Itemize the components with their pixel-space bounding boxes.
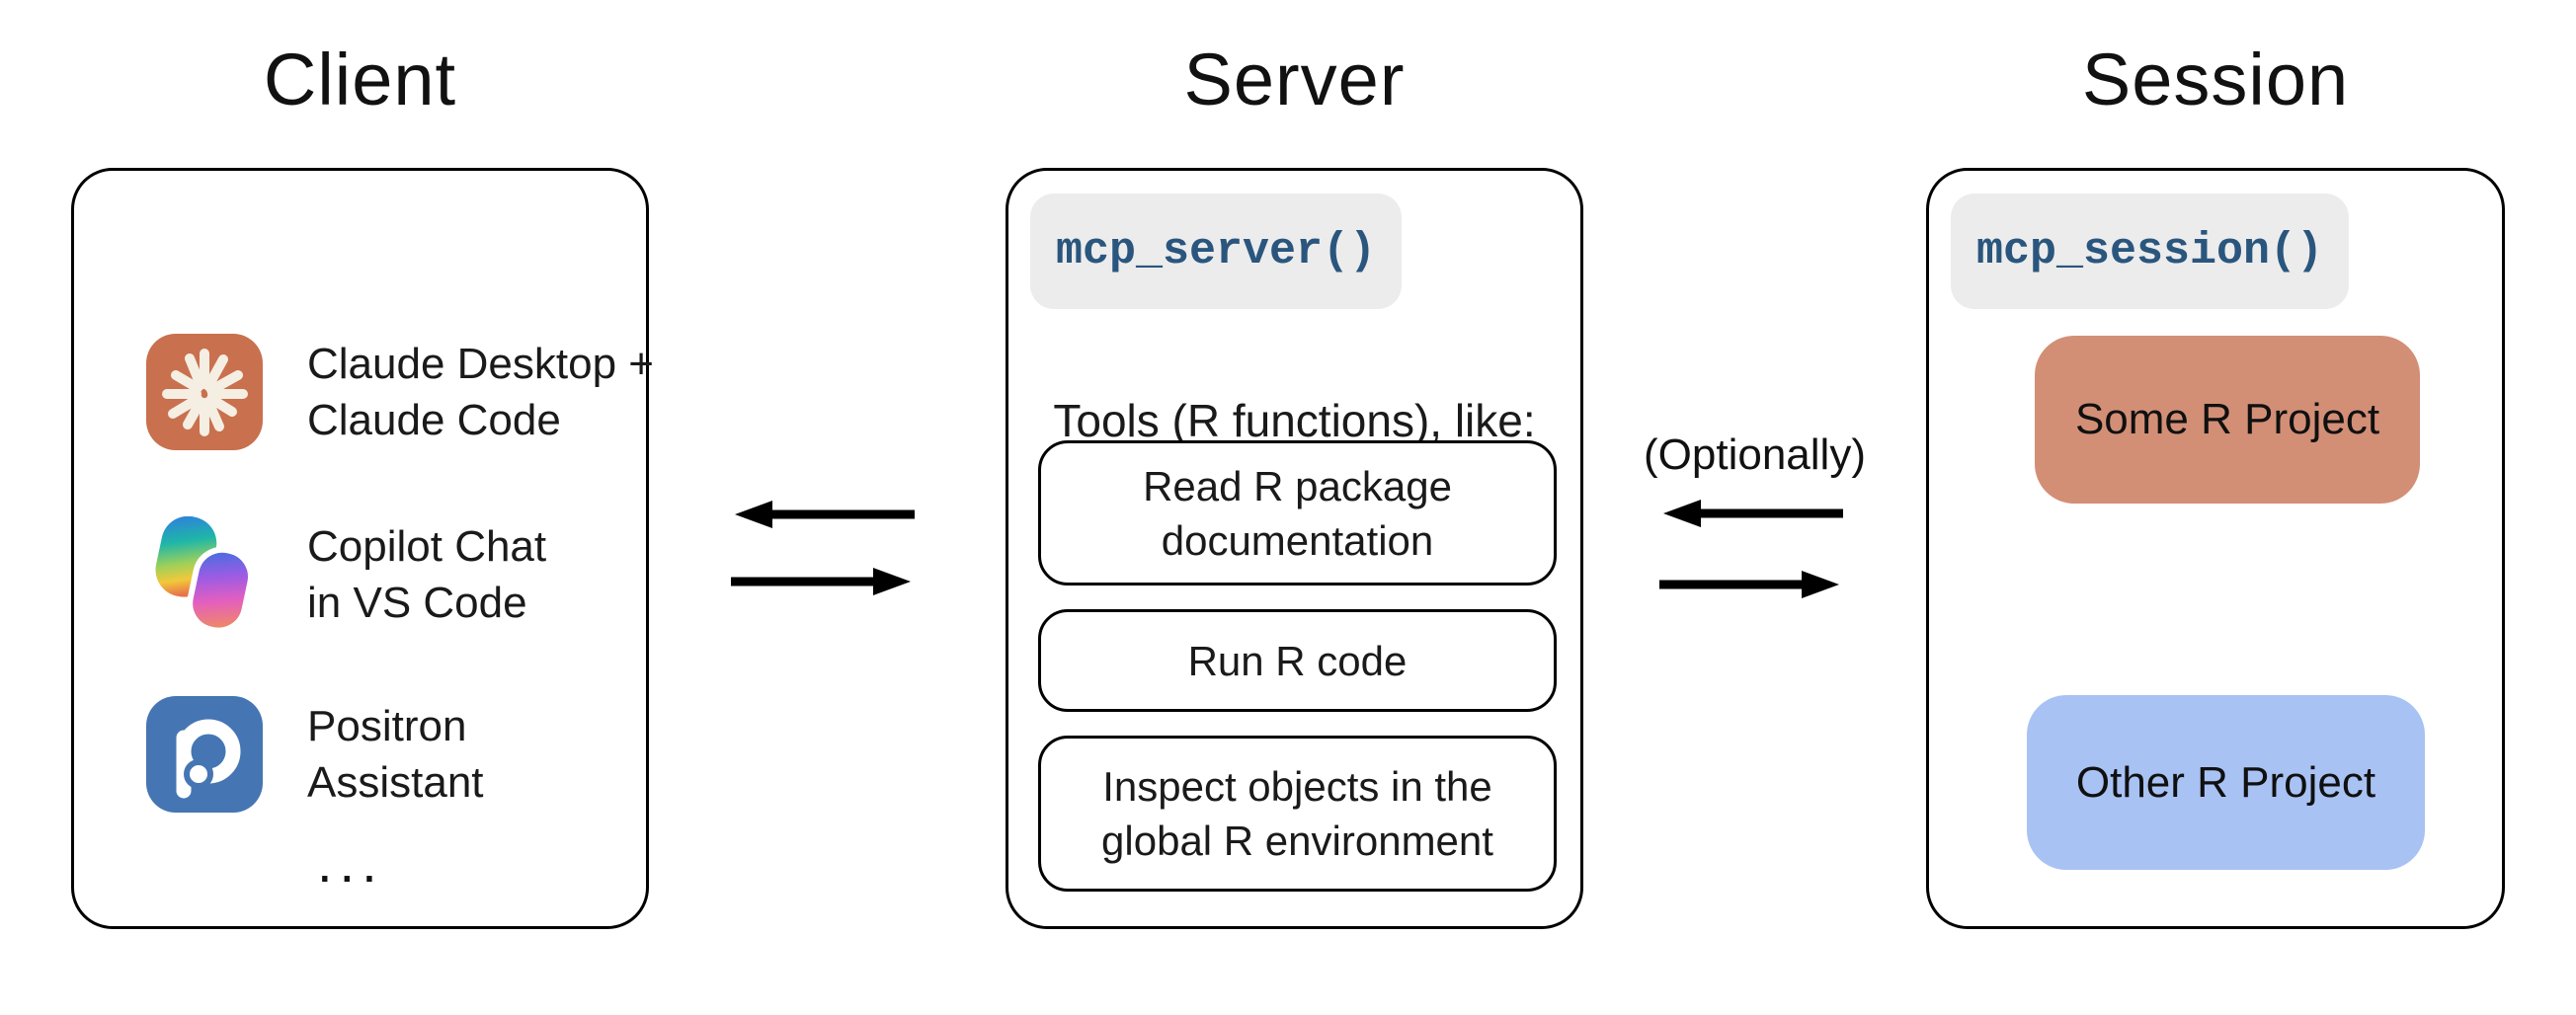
tool-box-label: Run R code [1187, 637, 1408, 684]
tools-heading: Tools (R functions), like: [1053, 395, 1536, 446]
client-item-label-line1: Claude Desktop + [307, 340, 654, 388]
client-column-title: Client [263, 39, 457, 120]
client-item-label: Copilot Chat in VS Code [307, 518, 546, 631]
client-item-label-line1: Positron [307, 702, 467, 750]
positron-icon [146, 696, 263, 813]
tool-box-inspect-objects: Inspect objects in the global R environm… [1038, 736, 1557, 892]
client-more-ellipsis: ... [317, 831, 384, 894]
copilot-icon [146, 515, 263, 634]
mcp-server-code-chip: mcp_server() [1030, 194, 1403, 309]
client-item-label: Positron Assistant [307, 698, 484, 811]
client-item-label-line2: Assistant [307, 758, 484, 807]
client-item-label-line2: Claude Code [307, 396, 561, 444]
server-column-title: Server [1183, 39, 1406, 120]
arrow-server-to-client-icon [735, 501, 915, 528]
tool-box-read-docs: Read R package documentation [1038, 440, 1557, 586]
client-item-positron: Positron Assistant [146, 696, 484, 813]
tool-box-run-code: Run R code [1038, 609, 1557, 712]
arrow-server-to-session-icon [1659, 571, 1839, 598]
project-box-other: Other R Project [2027, 695, 2425, 870]
optionally-label: (Optionally) [1644, 430, 1866, 479]
project-box-label: Other R Project [2075, 757, 2376, 807]
claude-icon [146, 334, 263, 450]
client-item-label-line2: in VS Code [307, 579, 527, 627]
project-box-label: Some R Project [2074, 395, 2380, 443]
arrow-client-to-server-icon [731, 568, 911, 595]
session-column-title: Session [2081, 39, 2350, 120]
project-box-some: Some R Project [2035, 336, 2420, 504]
mcp-session-code-chip: mcp_session() [1951, 194, 2350, 309]
server-panel: mcp_server() Tools (R functions), like: … [1006, 168, 1583, 929]
client-item-label-line1: Copilot Chat [307, 522, 547, 571]
session-panel: mcp_session() Some R Project Other R Pro… [1926, 168, 2505, 929]
client-item-claude: Claude Desktop + Claude Code [146, 334, 654, 450]
arrow-session-to-server-icon [1663, 500, 1843, 527]
client-panel: Claude Desktop + Claude Code [71, 168, 654, 929]
client-item-label: Claude Desktop + Claude Code [307, 336, 654, 448]
tool-box-label: Read R package documentation [1143, 462, 1452, 564]
tool-box-label: Inspect objects in the global R environm… [1101, 763, 1493, 864]
client-item-copilot: Copilot Chat in VS Code [146, 515, 546, 634]
